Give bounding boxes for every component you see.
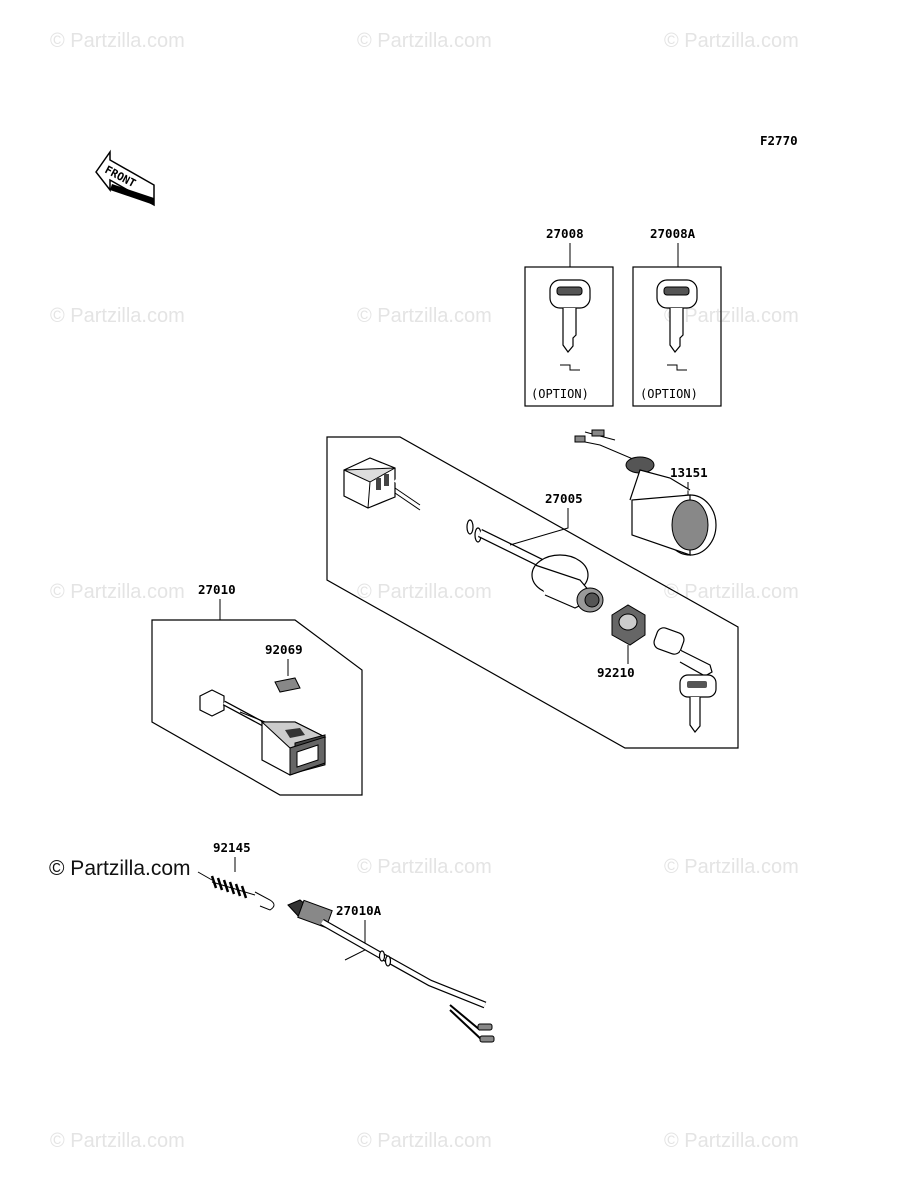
watermark: © Partzilla.com [357, 581, 492, 603]
watermark: © Partzilla.com [664, 30, 799, 52]
option-label: (OPTION) [640, 387, 698, 401]
key-27008A-group[interactable]: 27008A (OPTION) [632, 226, 722, 407]
part-label-27008A: 27008A [650, 226, 696, 241]
brake-switch-icon [287, 899, 495, 1043]
part-92210-group[interactable]: 92210 [597, 604, 646, 680]
ignition-switch-panel [326, 436, 739, 749]
part-label-27010: 27010 [198, 582, 236, 597]
watermark: © Partzilla.com [50, 30, 185, 52]
watermark: © Partzilla.com [357, 305, 492, 327]
part-13151-group[interactable]: 13151 [574, 429, 717, 556]
watermark: © Partzilla.com [50, 1130, 185, 1152]
part-label-13151: 13151 [670, 465, 708, 480]
connector-icon [343, 457, 396, 509]
part-label-27010A: 27010A [336, 903, 382, 918]
watermark: © Partzilla.com [357, 30, 492, 52]
watermark: © Partzilla.com [664, 581, 799, 603]
switch-icon [199, 689, 327, 776]
part-27010A-group[interactable]: 27010A [287, 899, 495, 1043]
part-label-27005: 27005 [545, 491, 583, 506]
watermark: © Partzilla.com [357, 856, 492, 878]
clip-icon [274, 677, 301, 693]
key-icon [549, 279, 591, 371]
key-27008-group[interactable]: 27008 (OPTION) [524, 226, 614, 407]
watermark: © Partzilla.com [50, 305, 185, 327]
part-27010-group[interactable]: 27010 92069 [151, 582, 363, 796]
figure-code: F2770 [760, 133, 798, 148]
option-label: (OPTION) [531, 387, 589, 401]
watermark: © Partzilla.com [664, 1130, 799, 1152]
front-arrow-icon: FRONT [95, 149, 155, 207]
part-label-92145: 92145 [213, 840, 251, 855]
watermark: © Partzilla.com [50, 581, 185, 603]
ignition-keys-icon [653, 627, 717, 733]
switch-body-icon [531, 554, 604, 613]
watermark: © Partzilla.com [664, 305, 799, 327]
ignition-switch-27005[interactable]: 27005 [343, 457, 604, 613]
part-label-27008: 27008 [546, 226, 584, 241]
spring-icon [197, 871, 275, 911]
part-label-92210: 92210 [597, 665, 635, 680]
watermark-prominent: © Partzilla.com [49, 857, 191, 880]
nut-icon [611, 604, 646, 646]
key-icon [656, 279, 698, 371]
part-label-92069: 92069 [265, 642, 303, 657]
part-92145-group[interactable]: 92145 [197, 840, 275, 911]
buzzer-icon [574, 429, 717, 556]
watermark: © Partzilla.com [357, 1130, 492, 1152]
watermark: © Partzilla.com [664, 856, 799, 878]
watermark-grid: © Partzilla.com © Partzilla.com © Partzi… [50, 30, 799, 1152]
